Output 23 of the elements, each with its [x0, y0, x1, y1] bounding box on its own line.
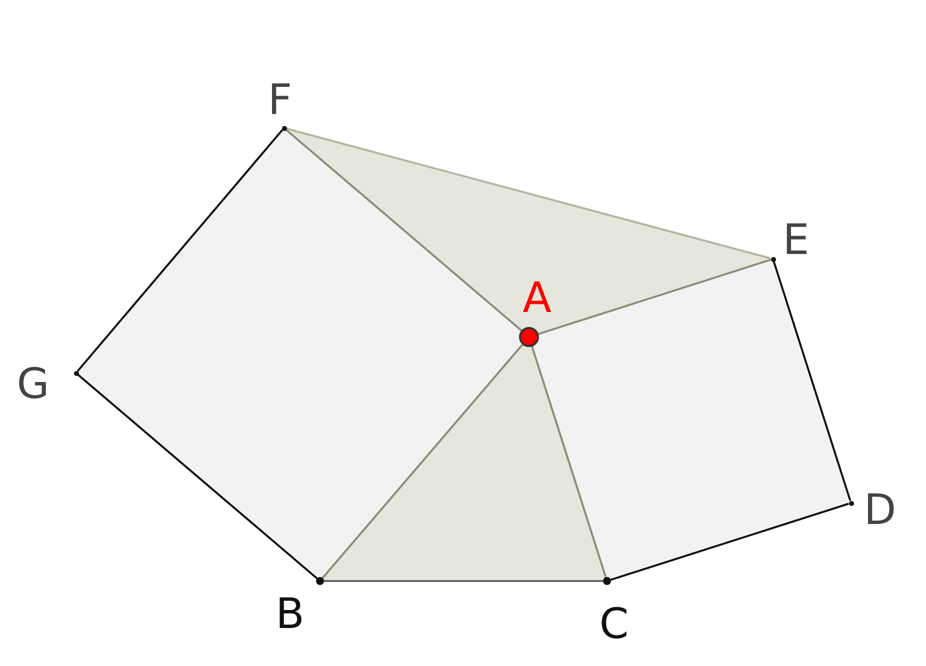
point-label: F [268, 79, 292, 121]
point [770, 256, 776, 262]
line-segment [286, 128, 771, 260]
point [74, 370, 78, 376]
line-segment [610, 502, 849, 581]
point-label: E [782, 219, 810, 261]
point-label: D [864, 489, 896, 531]
point [282, 126, 286, 130]
point [848, 500, 854, 506]
line-segment [538, 258, 771, 335]
point-label: B [276, 593, 304, 635]
point [603, 577, 611, 585]
line-segment [324, 580, 603, 582]
point-label: C [599, 603, 629, 645]
point-label: A [522, 277, 552, 319]
line-segment [531, 346, 607, 578]
line-segment [772, 261, 852, 501]
line-segment [285, 128, 522, 332]
line-segment [77, 374, 318, 580]
point-label: G [16, 363, 50, 405]
point [316, 577, 324, 585]
line-segment [76, 129, 284, 372]
line-segment [322, 344, 524, 579]
